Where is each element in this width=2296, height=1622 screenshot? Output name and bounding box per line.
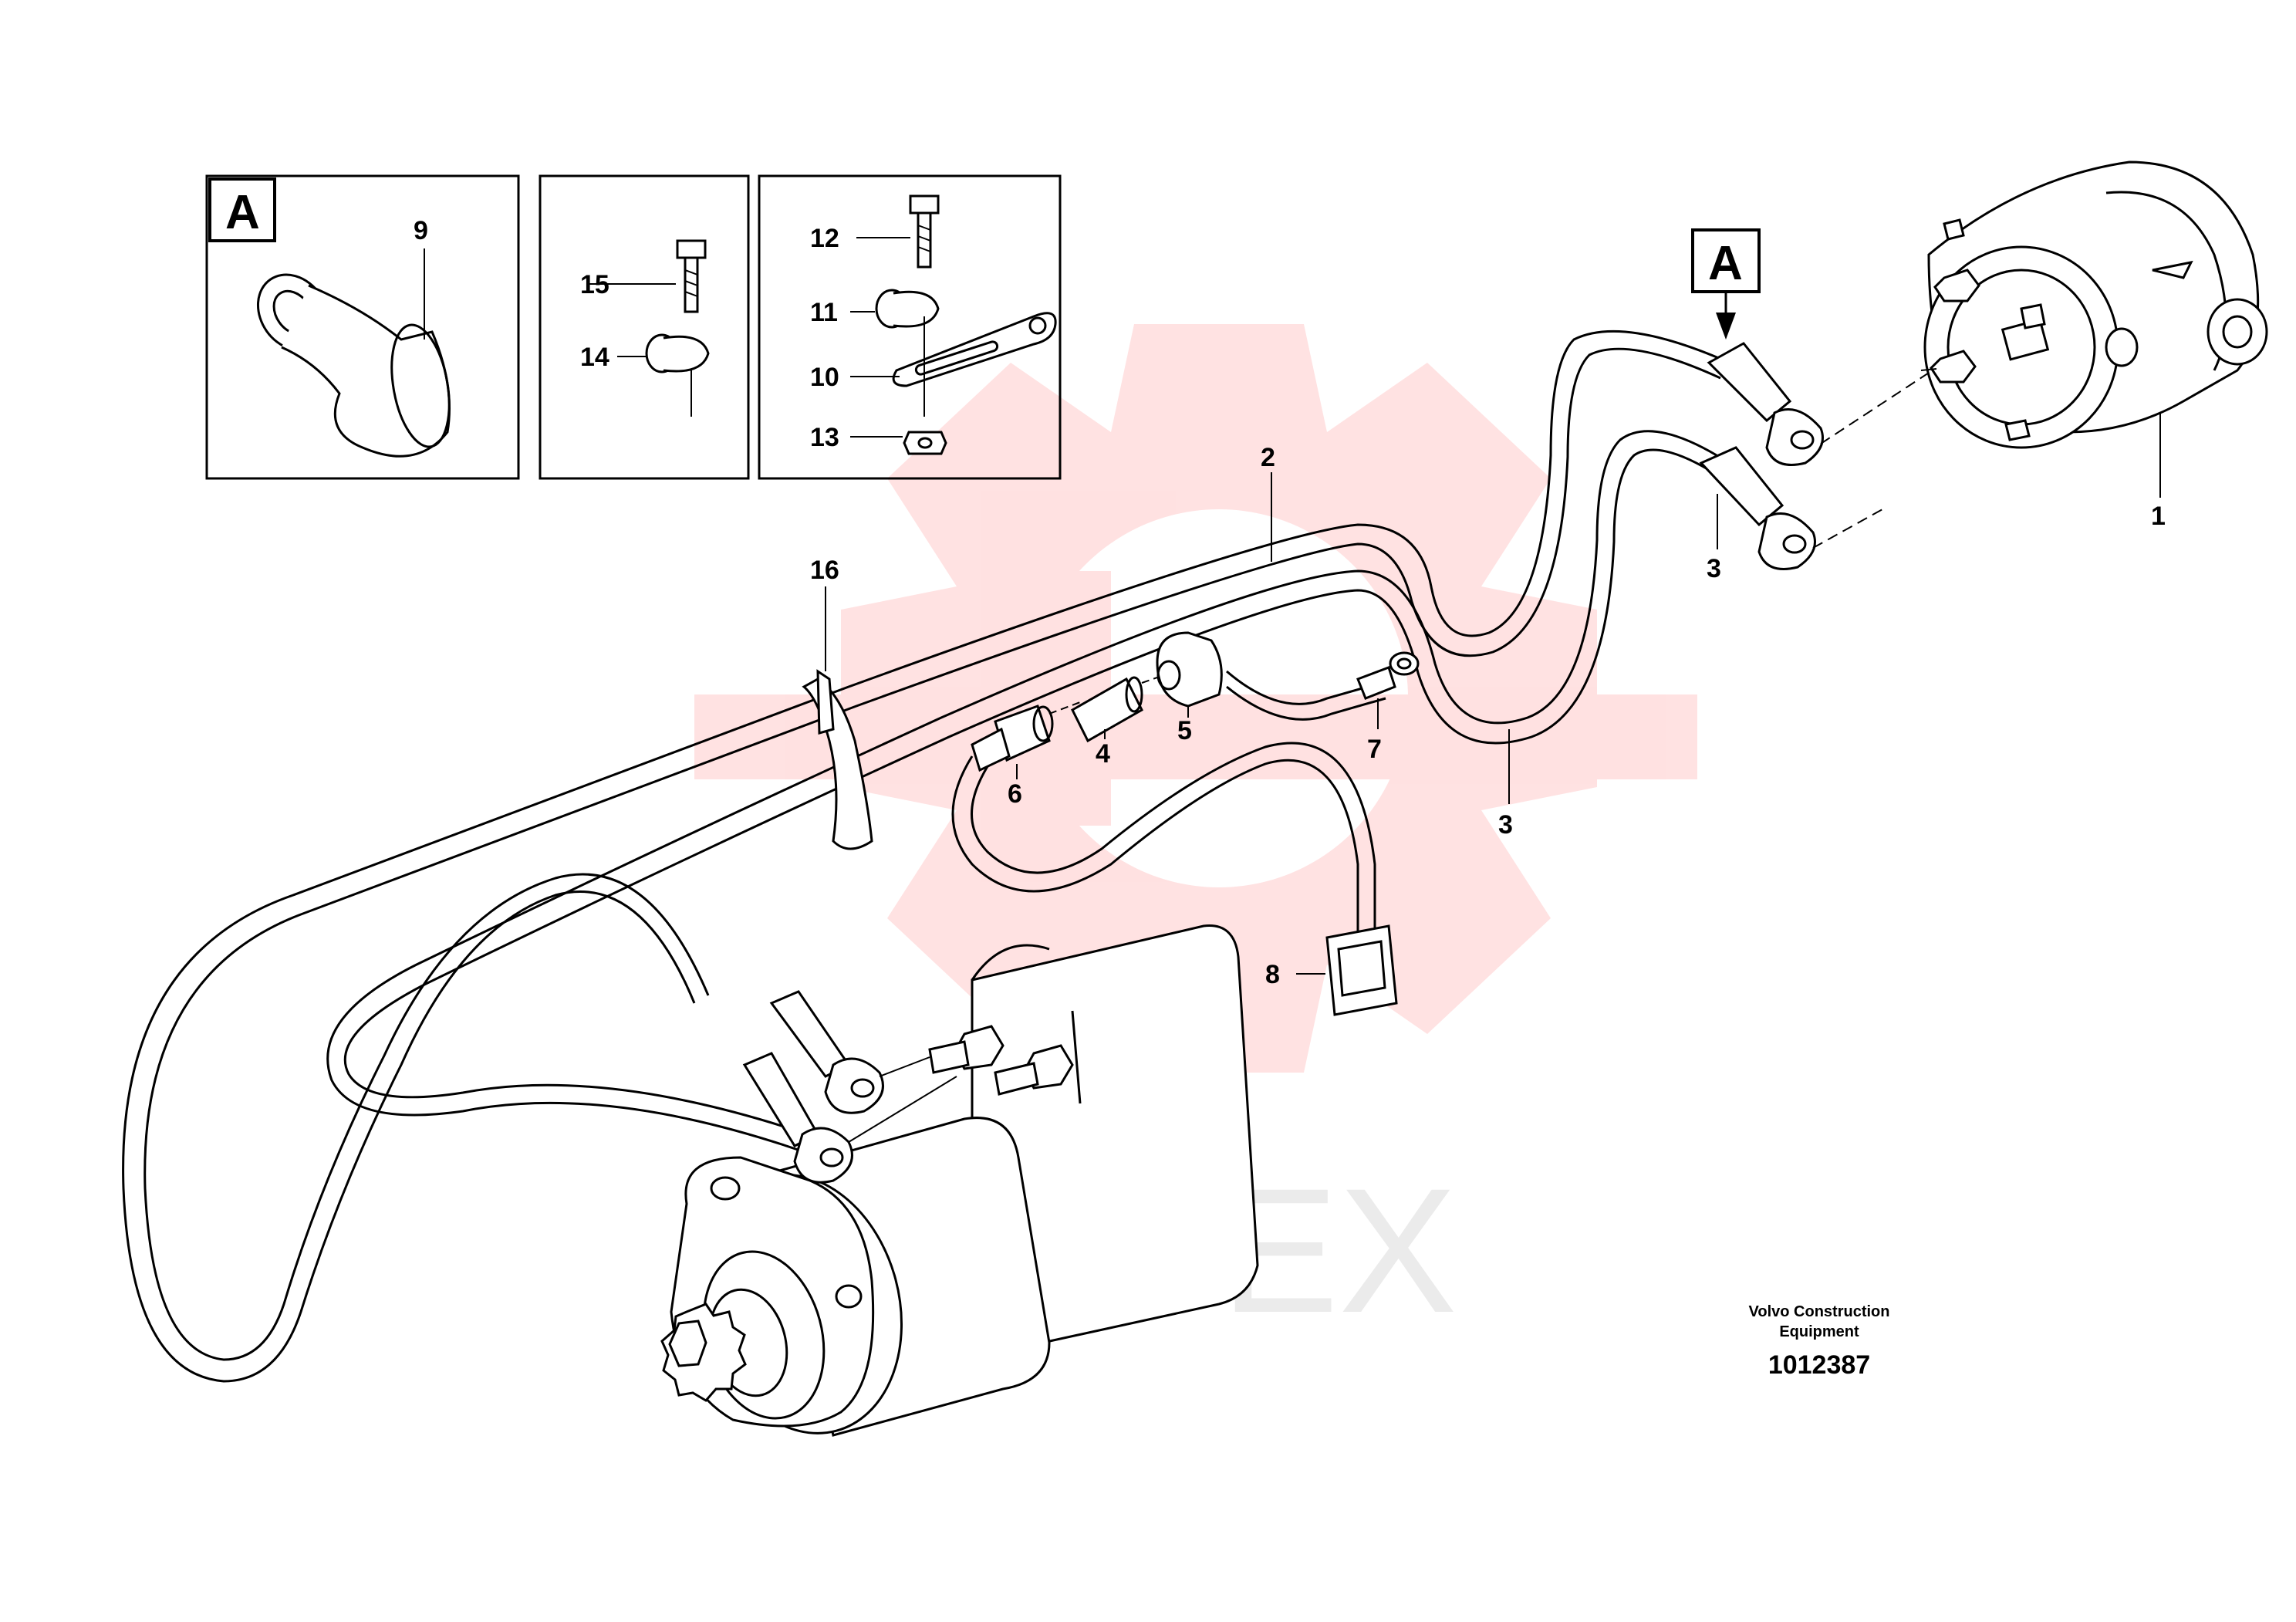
inset-panel-hardware-b: 12 11 10 13 <box>758 174 1062 480</box>
alternator-terminals <box>1699 342 1945 570</box>
inset-panel-hardware-a: 15 14 <box>539 174 750 480</box>
callout-5: 5 <box>1177 716 1192 745</box>
callout-6: 6 <box>1008 779 1022 809</box>
callout-3-lower: 3 <box>1498 810 1513 840</box>
view-marker-letter: A <box>1708 237 1743 290</box>
callout-8: 8 <box>1265 960 1280 989</box>
cable-3 <box>326 430 1717 1167</box>
clip-icon <box>645 333 710 417</box>
sleeve-icon <box>1071 676 1143 743</box>
callout-2: 2 <box>1261 443 1275 472</box>
bolt-icon <box>676 239 707 313</box>
solenoid-stud-icon <box>928 1025 1074 1096</box>
callout-3-upper: 3 <box>1707 554 1721 583</box>
alternator-icon: 1 <box>1920 161 2268 531</box>
connector-6-icon <box>971 705 1054 779</box>
sensor-lead <box>951 755 1359 941</box>
credit-line-2: Equipment <box>1779 1323 1859 1340</box>
callout-13: 13 <box>810 423 839 452</box>
callout-15: 15 <box>580 270 609 299</box>
terminal-stud-icon <box>1920 218 2046 441</box>
callout-16: 16 <box>810 556 839 585</box>
credit-line-1: Volvo Construction <box>1749 1303 1890 1320</box>
nut-icon <box>903 431 947 455</box>
arrow-down-icon <box>1716 313 1736 340</box>
drawing-number: 1012387 <box>1768 1350 1870 1380</box>
callout-4: 4 <box>1096 739 1110 769</box>
cable-harness <box>122 329 1721 1383</box>
panel-a-letter-box <box>208 177 276 242</box>
panel-a-letter: A <box>225 186 260 239</box>
cable-2 <box>122 329 1721 1383</box>
callout-10: 10 <box>810 363 839 392</box>
screw-icon <box>909 194 940 269</box>
drawing-credit: Volvo Construction Equipment 1012387 <box>1749 1303 1890 1380</box>
inset-panel-a: A 9 <box>205 174 520 480</box>
callout-12: 12 <box>810 224 839 253</box>
ring-terminal-icon <box>1765 408 1824 466</box>
callout-7: 7 <box>1367 735 1382 764</box>
view-marker-a: A <box>1691 228 1761 340</box>
cable-tie-icon <box>802 586 873 850</box>
bracket-icon <box>892 312 1057 417</box>
ring-lug-icon <box>1356 651 1420 729</box>
pinion-gear-icon <box>660 1303 747 1402</box>
callout-1: 1 <box>2151 502 2166 531</box>
callout-9: 9 <box>414 216 428 245</box>
watermark-gear-icon <box>694 324 1697 1073</box>
ring-terminal-icon <box>1757 512 1816 570</box>
plug-connector-icon <box>1325 924 1398 1016</box>
starter-motor-icon <box>660 924 1259 1437</box>
grommet-icon <box>875 289 940 329</box>
callout-14: 14 <box>580 343 609 372</box>
rubber-boot-icon <box>256 273 451 458</box>
cable-clamp-icon <box>1156 631 1223 718</box>
callout-11: 11 <box>810 298 838 327</box>
